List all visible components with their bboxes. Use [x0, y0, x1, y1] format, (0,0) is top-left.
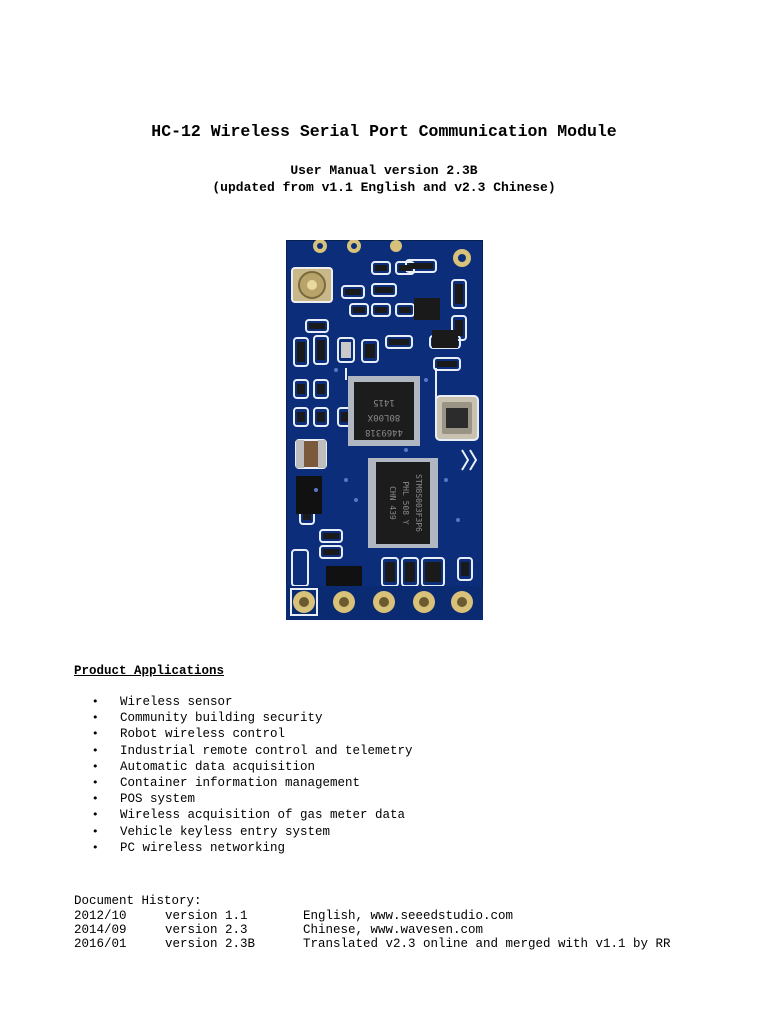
- smd-components: [297, 263, 469, 588]
- rf-chip-mark-3: 1415: [373, 397, 395, 407]
- history-version: version 2.3B: [165, 937, 256, 951]
- history-date: 2014/09: [74, 923, 127, 937]
- antenna-connector: [291, 267, 333, 303]
- crystal-oscillator: [435, 395, 479, 441]
- bullet-icon: •: [92, 743, 99, 757]
- list-item-text: Robot wireless control: [120, 727, 286, 742]
- list-item: • Community building security: [92, 710, 413, 726]
- history-note: Translated v2.3 online and merged with v…: [303, 937, 671, 951]
- bullet-icon: •: [92, 695, 99, 708]
- list-item-text: Automatic data acquisition: [120, 759, 316, 774]
- module-photo: 4469318 80L00X 1415 STM8S003F3P6 PHL 508…: [286, 240, 483, 620]
- subtitle-version: User Manual version 2.3B: [290, 163, 478, 178]
- mcu-chip: STM8S003F3P6 PHL 508 Y CHN 439: [368, 458, 438, 548]
- list-item-text: PC wireless networking: [120, 840, 286, 855]
- header-pins: [286, 586, 483, 620]
- bullet-icon: •: [92, 824, 99, 838]
- history-row: 2012/10 version 1.1 English, www.seeedstud…: [74, 909, 671, 923]
- history-row: 2016/01 version 2.3B Translated v2.3 onlin…: [74, 937, 671, 951]
- history-date: 2016/01: [74, 937, 127, 951]
- history-row: 2014/09 version 2.3 Chinese, www.wavesen.c…: [74, 923, 671, 937]
- bullet-icon: •: [92, 727, 99, 741]
- list-item: • POS system: [92, 791, 413, 807]
- history-date: 2012/10: [74, 909, 127, 923]
- list-item-text: Industrial remote control and telemetry: [120, 743, 413, 758]
- history-note: English, www.seeedstudio.com: [303, 909, 514, 923]
- history-heading: Document History:: [74, 894, 202, 908]
- bullet-icon: •: [92, 775, 99, 789]
- list-item: • Industrial remote control and telemetry: [92, 743, 413, 759]
- list-item-text: Vehicle keyless entry system: [120, 824, 331, 839]
- document-subtitle: User Manual version 2.3B (updated from v…: [0, 162, 768, 196]
- section-heading-applications: Product Applications: [74, 664, 225, 678]
- applications-list: • Wireless sensor • Community building sec…: [92, 694, 413, 856]
- bullet-icon: •: [92, 711, 99, 725]
- rf-chip: 4469318 80L00X 1415: [348, 376, 420, 446]
- mcu-chip-mark-2: PHL 508 Y: [401, 481, 410, 525]
- list-item: • PC wireless networking: [92, 840, 413, 856]
- capacitor: [295, 439, 327, 514]
- history-version: version 2.3: [165, 923, 248, 937]
- list-item: • Container information management: [92, 775, 413, 791]
- list-item-text: Community building security: [120, 711, 323, 726]
- list-item: • Automatic data acquisition: [92, 759, 413, 775]
- top-pads: [313, 240, 471, 267]
- bullet-icon: •: [92, 759, 99, 773]
- list-item-text: Wireless sensor: [120, 695, 233, 709]
- subtitle-note: (updated from v1.1 English and v2.3 Chin…: [212, 180, 556, 195]
- document-history: Document History: 2012/10 version 1.1 Engl…: [74, 894, 671, 951]
- list-item: • Vehicle keyless entry system: [92, 824, 413, 840]
- history-version: version 1.1: [165, 909, 248, 923]
- mcu-chip-mark-3: CHN 439: [388, 486, 397, 520]
- bullet-icon: •: [92, 792, 99, 806]
- list-item: • Wireless sensor: [92, 694, 413, 710]
- list-item: • Wireless acquisition of gas meter data: [92, 807, 413, 823]
- mcu-chip-mark-1: STM8S003F3P6: [414, 474, 423, 532]
- rf-chip-mark-2: 80L00X: [367, 412, 400, 422]
- list-item-text: Wireless acquisition of gas meter data: [120, 808, 406, 823]
- list-item-text: Container information management: [120, 775, 361, 790]
- document-title: HC-12 Wireless Serial Port Communication…: [151, 122, 617, 141]
- list-item: • Robot wireless control: [92, 726, 413, 742]
- history-note: Chinese, www.wavesen.com: [303, 923, 484, 937]
- list-item-text: POS system: [120, 792, 196, 807]
- bullet-icon: •: [92, 840, 99, 854]
- rf-chip-mark-1: 4469318: [365, 427, 403, 437]
- bullet-icon: •: [92, 808, 99, 822]
